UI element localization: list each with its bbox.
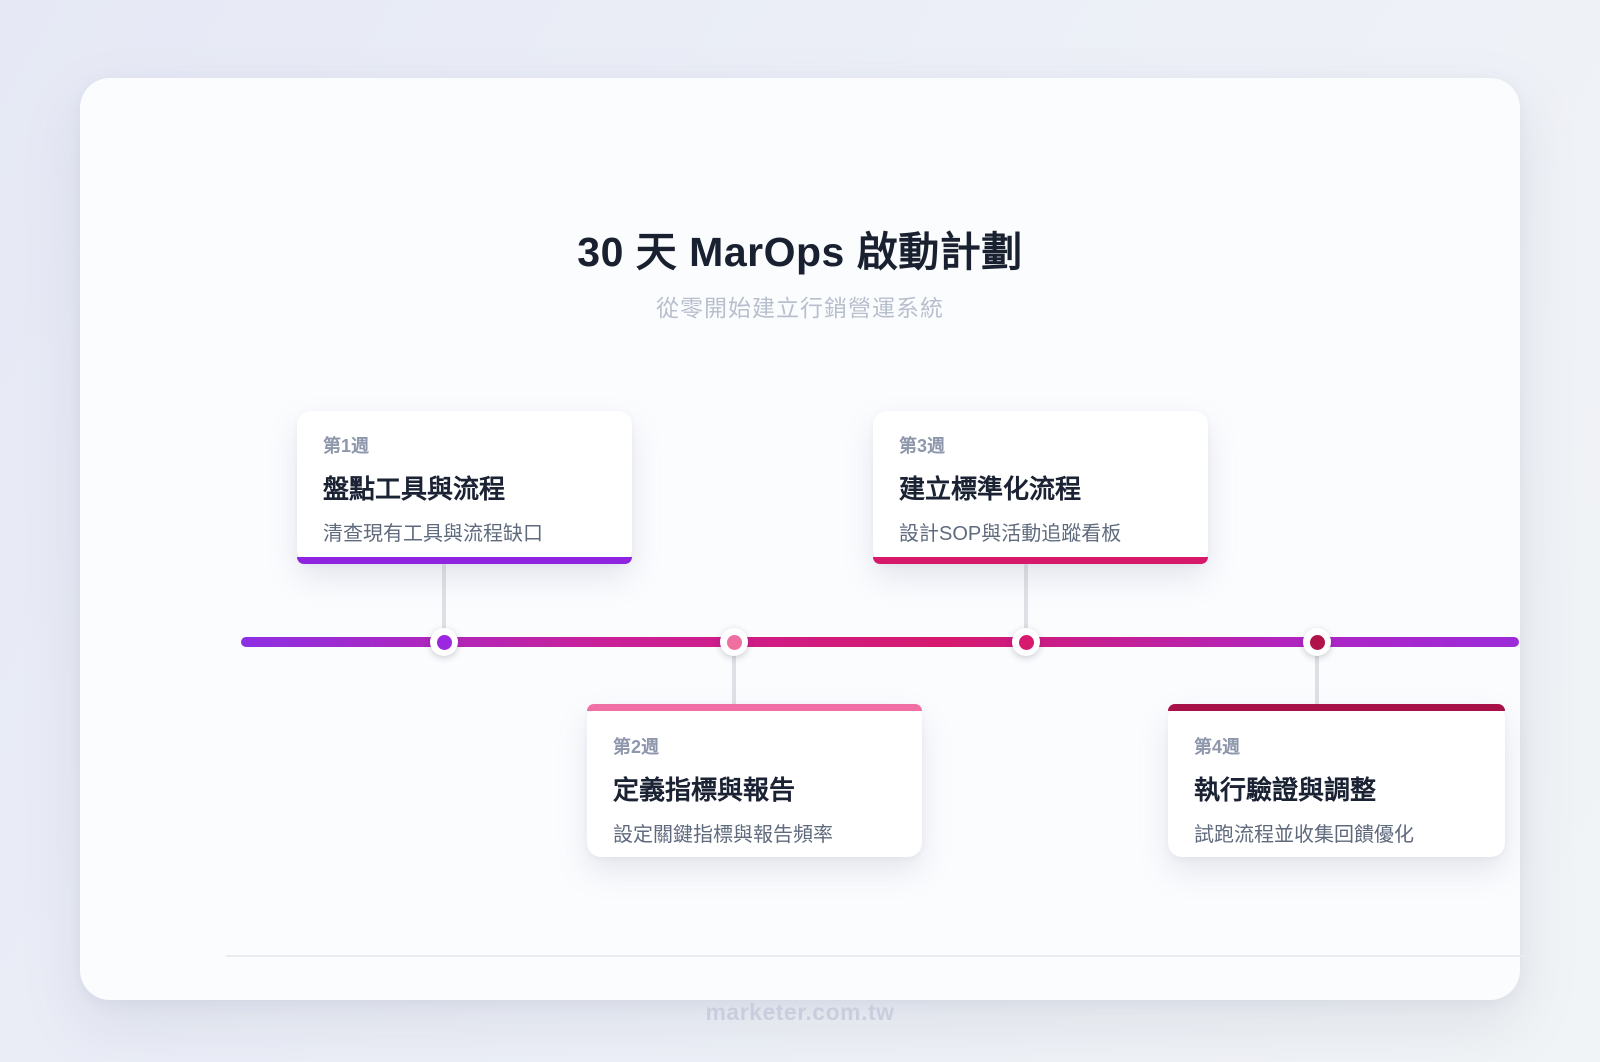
week-card-4-body: 第4週 執行驗證與調整 試跑流程並收集回饋優化 [1168, 704, 1505, 847]
card-title: 建立標準化流程 [899, 474, 1082, 504]
card-accent-bar [873, 557, 1208, 564]
card-description: 試跑流程並收集回饋優化 [1194, 824, 1414, 846]
card-title: 執行驗證與調整 [1194, 775, 1377, 805]
footer-divider [226, 955, 1534, 957]
week-label: 第2週 [613, 737, 660, 757]
week-card-3-body: 第3週 建立標準化流程 設計SOP與活動追蹤看板 [873, 411, 1208, 546]
week-card-2-body: 第2週 定義指標與報告 設定關鍵指標與報告頻率 [587, 704, 922, 847]
page-subtitle: 從零開始建立行銷營運系統 [656, 295, 944, 321]
card-accent-bar [297, 557, 632, 564]
main-panel: 30 天 MarOps 啟動計劃 從零開始建立行銷營運系統 第1週 盤點工具與流… [80, 78, 1534, 1025]
connector-line-week3 [1024, 564, 1028, 630]
week-card-1: 第1週 盤點工具與流程 清查現有工具與流程缺口 [297, 411, 632, 564]
card-title: 定義指標與報告 [613, 775, 796, 805]
card-accent-bar [1168, 704, 1505, 711]
week-card-1-body: 第1週 盤點工具與流程 清查現有工具與流程缺口 [297, 411, 632, 546]
connector-line-week1 [442, 564, 446, 630]
week-card-2: 第2週 定義指標與報告 設定關鍵指標與報告頻率 [587, 704, 922, 857]
card-description: 設計SOP與活動追蹤看板 [899, 523, 1122, 545]
connector-line-week4 [1315, 654, 1319, 706]
connector-line-week2 [732, 654, 736, 706]
timeline-dot-week3-fill [1018, 634, 1034, 650]
timeline-dot-week3 [1012, 628, 1040, 656]
timeline-bar [241, 637, 1519, 647]
timeline-dot-week4 [1303, 628, 1331, 656]
timeline-dot-week2 [720, 628, 748, 656]
week-card-3: 第3週 建立標準化流程 設計SOP與活動追蹤看板 [873, 411, 1208, 564]
week-label: 第1週 [323, 436, 370, 456]
timeline-dot-week2-fill [726, 634, 742, 650]
footer-brand: marketer.com.tw [705, 999, 895, 1025]
card-title: 盤點工具與流程 [323, 474, 506, 504]
timeline-dot-week4-fill [1309, 634, 1325, 650]
timeline-dot-week1-fill [436, 634, 452, 650]
week-label: 第4週 [1194, 737, 1241, 757]
week-label: 第3週 [899, 436, 946, 456]
page-title: 30 天 MarOps 啟動計劃 [577, 229, 1023, 275]
week-card-4: 第4週 執行驗證與調整 試跑流程並收集回饋優化 [1168, 704, 1505, 857]
card-accent-bar [587, 704, 922, 711]
card-description: 清查現有工具與流程缺口 [323, 523, 543, 545]
timeline-dot-week1 [430, 628, 458, 656]
card-description: 設定關鍵指標與報告頻率 [613, 824, 833, 846]
